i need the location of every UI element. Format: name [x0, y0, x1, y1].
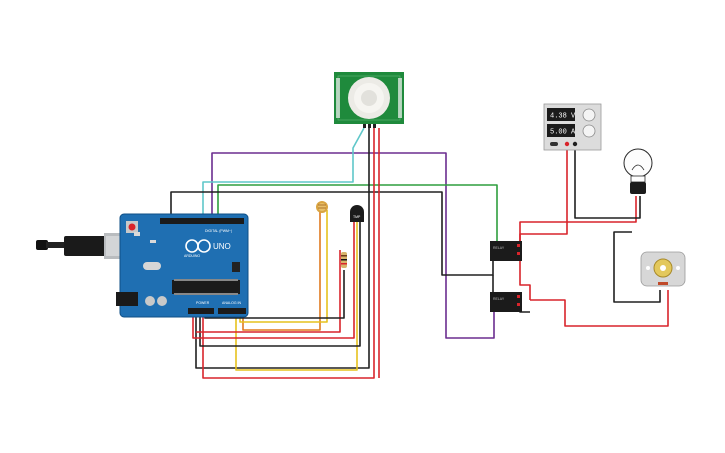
power-header[interactable]: [188, 308, 214, 314]
wire-red-ldr[interactable]: [196, 250, 341, 333]
digital-label: DIGITAL (PWM~): [205, 229, 232, 233]
wire-black-tmp[interactable]: [199, 222, 361, 347]
digital-header[interactable]: [160, 218, 244, 224]
voltage-display: [547, 108, 575, 121]
tmp-label: TMP: [353, 215, 361, 219]
wire-purple-relay[interactable]: [211, 152, 495, 339]
power-label: POWER: [196, 301, 210, 305]
wire-red-relay-link[interactable]: [519, 258, 531, 300]
wire-black-supply-bulb[interactable]: [574, 146, 641, 219]
capacitor-1: [145, 296, 155, 306]
wire-red-supply[interactable]: [519, 146, 568, 248]
analog-label: ANALOG IN: [222, 301, 242, 305]
power-jack[interactable]: [116, 292, 138, 306]
board-model: UNO: [213, 242, 231, 251]
wire-red-motor[interactable]: [530, 290, 669, 327]
microcontroller-chip: [172, 280, 240, 294]
relay-bottom[interactable]: RELAY: [490, 292, 522, 312]
board-brand: ARDUINO: [184, 254, 200, 258]
capacitor-2: [157, 296, 167, 306]
wire-cyan-pir[interactable]: [202, 127, 365, 222]
wire-black-motor[interactable]: [613, 231, 661, 303]
voltage-value: 4.38 V: [550, 113, 576, 121]
light-bulb[interactable]: [623, 148, 653, 194]
wire-red-pir[interactable]: [202, 128, 375, 379]
current-display: [547, 124, 575, 137]
wire-orange-ldr[interactable]: [242, 208, 321, 331]
resistor[interactable]: [341, 252, 347, 268]
current-value: 5.00 A: [550, 129, 576, 137]
dc-motor[interactable]: [640, 251, 686, 287]
photoresistor[interactable]: [316, 201, 328, 213]
relay-top-label: RELAY: [493, 246, 505, 250]
pir-motion-sensor[interactable]: [334, 72, 404, 128]
wire-yellow-ldr[interactable]: [239, 210, 328, 323]
current-knob[interactable]: [582, 124, 596, 138]
analog-header[interactable]: [218, 308, 246, 314]
relay-bottom-label: RELAY: [493, 297, 505, 301]
wire-red-relay-supply[interactable]: [519, 196, 637, 246]
temperature-sensor[interactable]: TMP: [350, 205, 364, 222]
wire-yellow-tmp[interactable]: [235, 222, 358, 371]
wire-green-relay[interactable]: [217, 184, 498, 243]
voltage-knob[interactable]: [582, 108, 596, 122]
wire-red-tmp[interactable]: [192, 222, 355, 339]
power-switch[interactable]: [550, 142, 558, 146]
relay-top[interactable]: RELAY: [490, 241, 522, 261]
wire-black-top[interactable]: [170, 191, 494, 276]
wire-black-pir[interactable]: [195, 128, 370, 369]
arduino-uno-board[interactable]: UNO ARDUINO DIGITAL (PWM~) POWER ANALOG …: [116, 213, 249, 318]
dc-power-supply[interactable]: 4.38 V 5.00 A: [543, 103, 602, 151]
